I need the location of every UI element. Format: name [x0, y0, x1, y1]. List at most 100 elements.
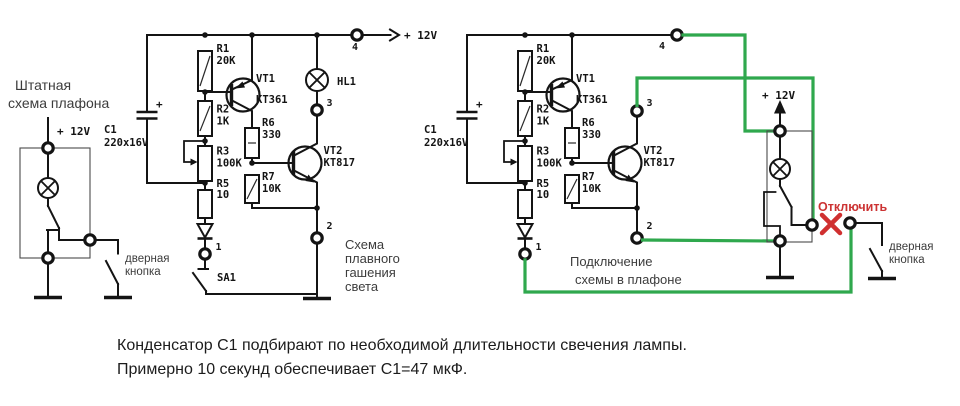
r3-value-label: 100K: [537, 158, 563, 170]
right-trimmer-r3: R3 100K: [517, 145, 563, 182]
left-plafond-bottom-terminal: [41, 251, 55, 265]
c1-value-label: 220x16V: [104, 137, 149, 149]
r1-ref-label: R1: [217, 43, 230, 55]
mid-terminal-4-label: 4: [352, 42, 358, 53]
r1-value-label: 20K: [217, 55, 237, 67]
disconnect-x-icon: [819, 212, 843, 236]
vt1-type-label: KT361: [576, 94, 608, 106]
left-door-button-label-line1: дверная: [125, 253, 169, 265]
mid-transistor-vt1: VT1 KT361: [225, 34, 288, 129]
left-lamp-icon: [37, 177, 59, 199]
r5-ref-label: R5: [537, 178, 550, 190]
connection-caption-line2: схемы в плафоне: [575, 272, 682, 287]
r5-value-label: 10: [217, 189, 230, 201]
green-wire-switch-to-t3: [635, 76, 815, 221]
right-terminal-4-label: 4: [659, 41, 665, 52]
c1-polarity-plus: +: [476, 98, 483, 111]
green-wire-door-button-to-t1: [523, 227, 853, 294]
left-switch-to-right-terminal-wire: [58, 227, 86, 241]
vt1-ref-label: VT1: [576, 73, 595, 85]
plafond-power-label: + 12V: [762, 89, 795, 102]
c1-ref-label: C1: [104, 124, 117, 136]
r3-value-label: 100K: [217, 158, 243, 170]
r3-ref-label: R3: [537, 146, 550, 158]
dimmer-caption-line4: света: [345, 279, 379, 294]
r6-value-label: 330: [582, 129, 601, 141]
footnote-line2: Примерно 10 секунд обеспечивает С1=47 мк…: [117, 361, 467, 378]
junction-dot: [202, 180, 208, 186]
left-door-button-label-line2: кнопка: [125, 266, 161, 278]
right-resistor-r5: R5 10: [517, 178, 550, 219]
mid-terminal-4: [350, 28, 364, 42]
right-transistor-vt1: VT1 KT361: [545, 34, 608, 129]
right-resistor-r7: R7 10K: [564, 171, 602, 204]
dimmer-caption-line2: плавного: [345, 251, 400, 266]
sa1-ref-label: SA1: [217, 272, 236, 284]
dimmer-circuit: 4 + 12V + C1 220x16V R1 20K R2 1K: [104, 28, 437, 301]
junction-dot: [202, 32, 208, 38]
left-power-label: + 12V: [57, 125, 90, 138]
right-terminal-1: [518, 247, 532, 261]
disconnect-label: Отключить: [818, 200, 887, 214]
mid-terminal-1-label: 1: [216, 242, 222, 253]
door-button-terminal: [843, 216, 857, 230]
vt2-ref-label: VT2: [324, 145, 343, 157]
vt2-type-label: KT817: [324, 157, 356, 169]
r2-value-label: 1K: [217, 116, 230, 128]
r1-value-label: 20K: [537, 55, 557, 67]
left-title-line2: схема плафона: [8, 95, 110, 111]
dimmer-caption-line3: гашения: [345, 265, 396, 280]
c1-polarity-plus: +: [156, 98, 163, 111]
left-plafond-switch-blade: [46, 204, 61, 230]
mid-lamp-hl1: HL1: [305, 34, 356, 106]
right-door-button-label-line2: кнопка: [889, 254, 925, 266]
right-terminal-2: [630, 231, 644, 245]
r5-value-label: 10: [537, 189, 550, 201]
plafond-switch-blade: [778, 184, 793, 209]
new-green-wiring: [523, 33, 853, 294]
green-wire-plus12-feed: [681, 33, 776, 133]
r2-value-label: 1K: [537, 116, 550, 128]
car-plafond-unit: + 12V Отключить дверная кнопка: [762, 89, 933, 281]
mid-resistor-r6: R6 330: [244, 117, 281, 159]
mid-transistor-vt2: VT2 KT817: [287, 114, 356, 234]
left-plafond-switch-contact: [46, 229, 60, 254]
plafond-switch-contact: [763, 191, 781, 237]
mid-terminal-1: [198, 247, 212, 261]
right-resistor-r2: R2 1K: [517, 100, 550, 137]
mid-bottom-rail: [205, 290, 318, 295]
mid-capacitor-c1: + C1 220x16V: [104, 34, 206, 184]
right-terminal-4: [670, 28, 684, 42]
mid-power-arrow-icon: [388, 28, 401, 42]
mid-switch-sa1: SA1: [191, 268, 236, 293]
right-terminal-3-label: 3: [647, 98, 653, 109]
connection-caption-line1: Подключение: [570, 254, 652, 269]
plafond-power-arrow-icon: [774, 100, 786, 114]
right-door-button-switch: [854, 222, 896, 281]
stock-plafond-circuit: Штатная схема плафона + 12V дверная кноп…: [8, 77, 169, 300]
right-terminal-1-label: 1: [536, 242, 542, 253]
dimmer-caption-line1: Схема: [345, 237, 385, 252]
r2-ref-label: R2: [217, 104, 230, 116]
plafond-bottom-terminal: [773, 234, 787, 248]
r6-ref-label: R6: [262, 117, 275, 129]
mid-resistor-r5: R5 10: [197, 178, 230, 219]
left-plafond-box: [19, 147, 91, 259]
mid-r3-wiper-arrow-icon: [190, 158, 198, 166]
r1-ref-label: R1: [537, 43, 550, 55]
r6-ref-label: R6: [582, 117, 595, 129]
mid-terminal-3: [310, 103, 324, 117]
plafond-top-terminal: [773, 124, 787, 138]
right-diode: [515, 223, 535, 240]
plafond-right-terminal: [805, 218, 819, 232]
right-capacitor-c1: + C1 220x16V: [424, 34, 526, 184]
c1-ref-label: C1: [424, 124, 437, 136]
mid-terminal-2-label: 2: [327, 221, 333, 232]
mid-terminal-3-label: 3: [327, 98, 333, 109]
plafond-switch-to-right-terminal: [790, 206, 808, 226]
r2-ref-label: R2: [537, 104, 550, 116]
r7-value-label: 10K: [262, 183, 282, 195]
right-terminal-3: [630, 104, 644, 118]
dimmer-circuit-installed: 4 + C1 220x16V R1 20K R2 1K R3 100K: [424, 28, 684, 287]
